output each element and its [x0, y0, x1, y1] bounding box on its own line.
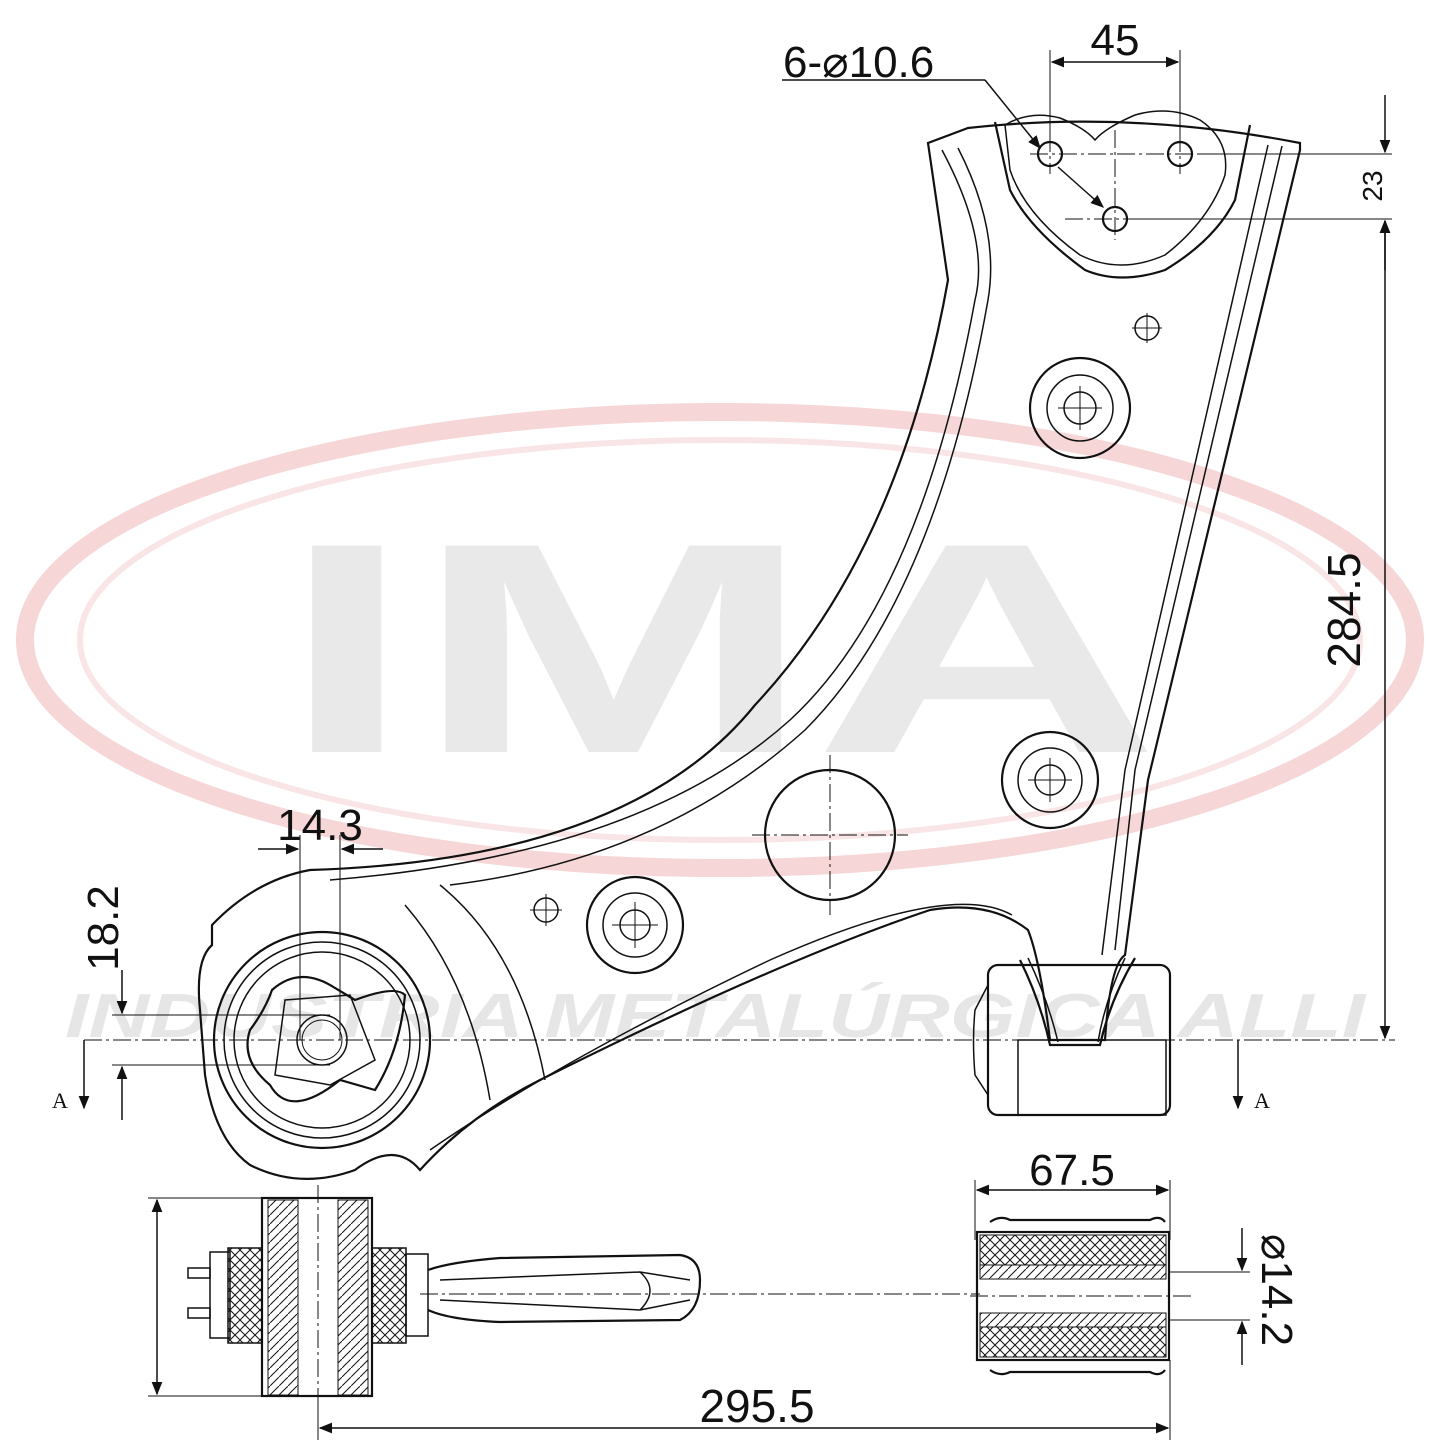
- watermark: IMA INDUSTRIA METALÚRGICA ALLI: [16, 403, 1424, 1051]
- dim-holes: 6-⌀10.6: [783, 38, 934, 87]
- rear-bushing-section: [970, 1216, 1195, 1376]
- dim-bushing-offset-y: 18.2: [79, 885, 128, 971]
- dim-total-length: 295.5: [699, 1380, 814, 1432]
- arm-inner-edge-bottom: [429, 903, 1013, 1151]
- large-hole: [752, 755, 908, 915]
- arm-inner-edge-left: [329, 149, 980, 881]
- arm-fillet-2: [404, 904, 491, 1101]
- ball-joint-plate-inner: [1004, 110, 1227, 266]
- control-arm-side-view: [187, 1185, 980, 1410]
- arm-inner-edge-right-2: [1101, 144, 1269, 956]
- control-arm-plan-view: [84, 110, 1395, 1180]
- arm-inner-edge-left-2: [449, 147, 992, 886]
- watermark-ring: [16, 403, 1424, 877]
- boss-upper: [1028, 356, 1132, 460]
- dim-height: 284.5: [1318, 552, 1370, 667]
- dim-rear-bushing-diameter: ⌀14.2: [1252, 1234, 1301, 1346]
- arm-inner-edge-right: [1114, 145, 1283, 951]
- boss-lower: [585, 875, 685, 975]
- section-label-right: A: [1254, 1088, 1270, 1113]
- arm-fillet: [439, 884, 546, 1081]
- section-label-left: A: [52, 1088, 68, 1113]
- dim-rear-bushing-length: 67.5: [1029, 1146, 1115, 1195]
- watermark-ring-inner: [77, 437, 1363, 843]
- dim-hole-spacing: 45: [1091, 16, 1140, 65]
- dim-hole-offset: 23: [1357, 170, 1388, 201]
- boss-middle: [1000, 730, 1100, 830]
- ball-joint-plate: [993, 121, 1252, 279]
- watermark-brand: IMA: [280, 480, 1160, 816]
- dimensions: 6-⌀10.6 45 23 284.5 14.3 18.2 A A: [52, 16, 1392, 1440]
- dim-bushing-offset-x: 14.3: [277, 801, 363, 850]
